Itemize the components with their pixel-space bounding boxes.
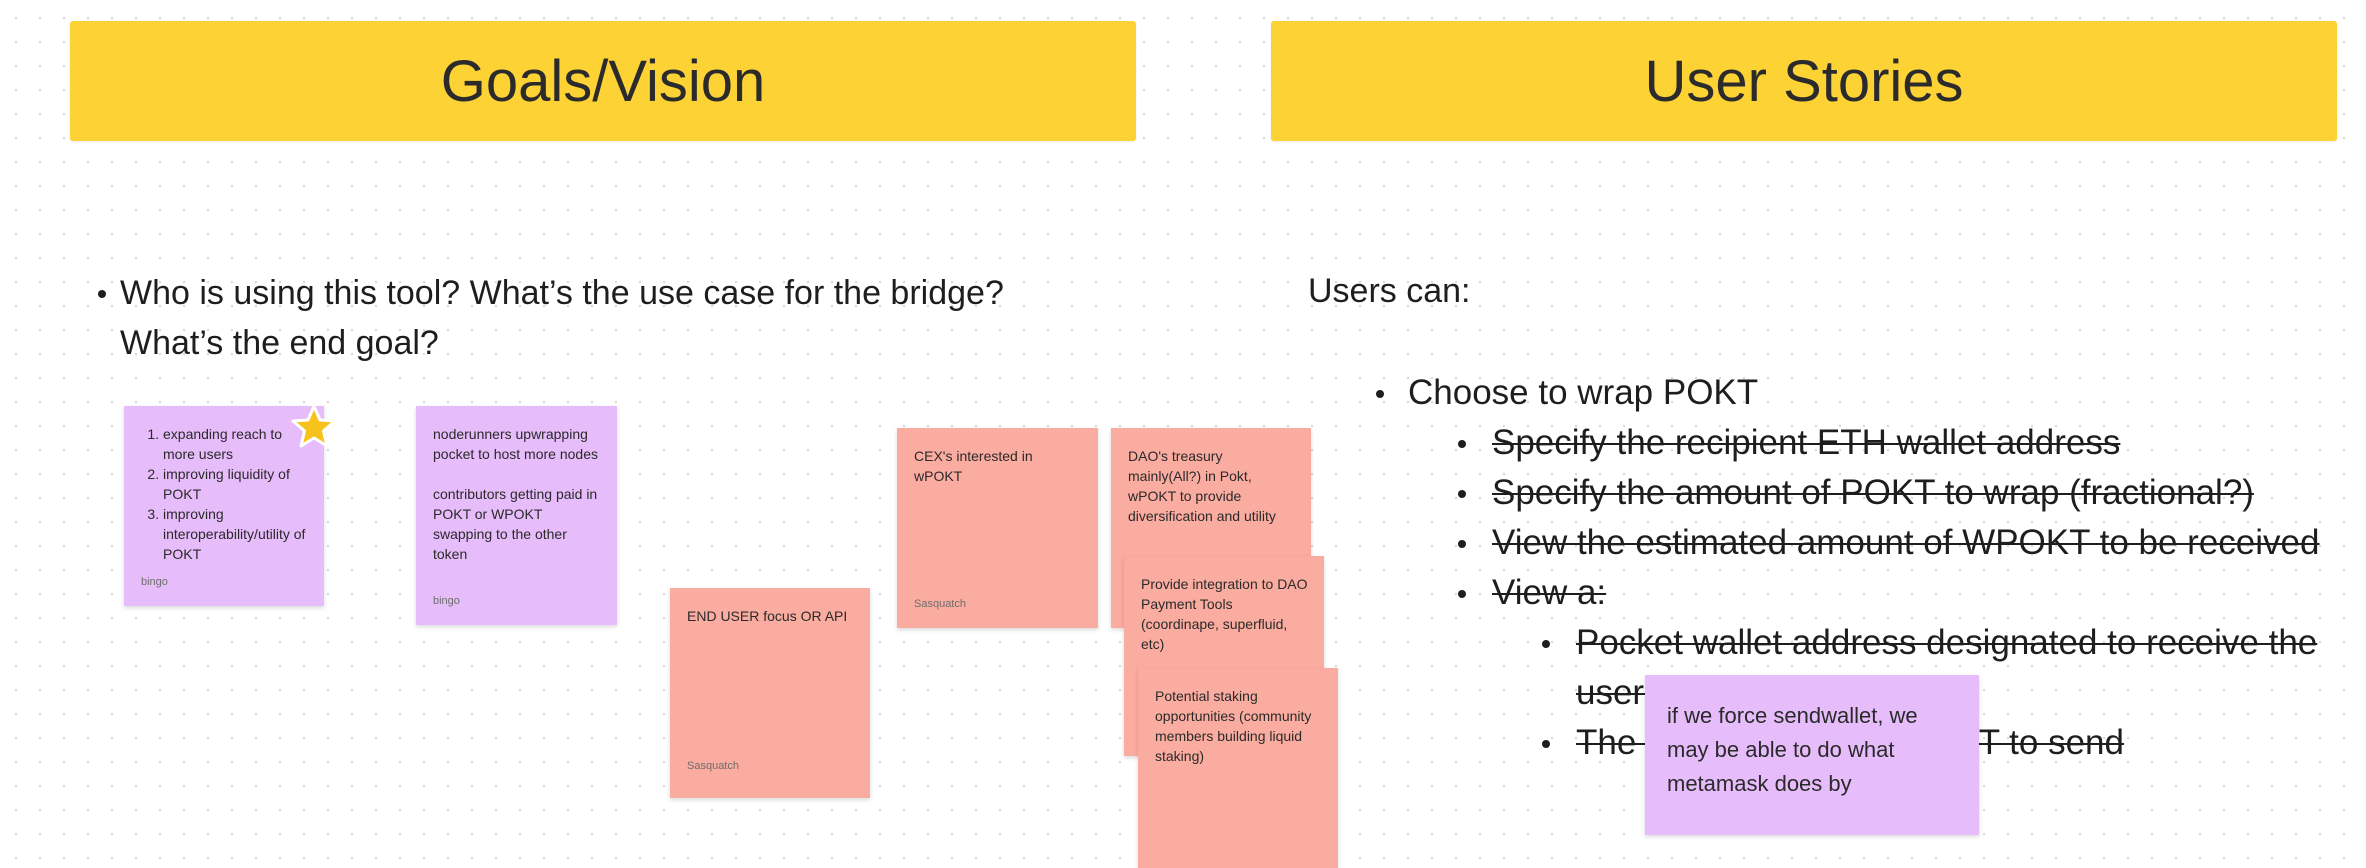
goals-ordered-list: expanding reach to more users improving … [141,424,308,564]
sticky-text: Potential staking opportunities (communi… [1155,688,1312,764]
user-story-sub-item[interactable]: Specify the recipient ETH wallet address [1458,418,2322,468]
sticky-text: Provide integration to DAO Payment Tools… [1141,576,1308,652]
star-icon[interactable] [290,403,338,451]
goals-vision-title: Goals/Vision [440,48,766,114]
user-story-sub-text: Specify the recipient ETH wallet address [1492,423,2121,462]
goals-vision-header[interactable]: Goals/Vision [70,21,1136,141]
goals-question-item: Who is using this tool? What’s the use c… [98,268,1048,368]
user-story-sub-text: View a: [1492,573,1607,612]
sticky-note-staking[interactable]: Potential staking opportunities (communi… [1138,668,1338,868]
goals-list-item: improving liquidity of POKT [163,464,308,504]
sticky-note-end-user[interactable]: END USER focus OR API Sasquatch [670,588,870,798]
sticky-text: contributors getting paid in POKT or WPO… [433,486,598,562]
sticky-note-noderunners[interactable]: noderunners upwrapping pocket to host mo… [416,406,617,625]
user-story-sub-item[interactable]: View the estimated amount of WPOKT to be… [1458,518,2322,568]
sticky-note-cex[interactable]: CEX's interested in wPOKT Sasquatch [897,428,1098,628]
goals-question-list[interactable]: Who is using this tool? What’s the use c… [98,268,1048,368]
sticky-author: bingo [433,595,460,607]
sticky-text: noderunners upwrapping pocket to host mo… [433,426,598,462]
sticky-author: Sasquatch [914,598,966,610]
goals-list-item: improving interoperability/utility of PO… [163,504,308,564]
goals-list-item: expanding reach to more users [163,424,308,464]
users-can-label: Users can: [1308,272,1471,310]
sticky-author: Sasquatch [687,760,739,772]
user-stories-title: User Stories [1644,48,1964,114]
sticky-text: DAO's treasury mainly(All?) in Pokt, wPO… [1128,448,1276,524]
user-stories-header[interactable]: User Stories [1271,21,2337,141]
user-story-sub-text: View the estimated amount of WPOKT to be… [1492,523,2320,562]
user-story-sub-item[interactable]: Specify the amount of POKT to wrap (frac… [1458,468,2322,518]
sticky-author: bingo [141,576,168,588]
sticky-text: END USER focus OR API [687,608,848,624]
sticky-text: CEX's interested in wPOKT [914,448,1033,484]
sticky-note-sendwallet[interactable]: if we force sendwallet, we may be able t… [1645,675,1979,835]
user-story-text: Choose to wrap POKT [1408,373,1759,412]
sticky-note-goals-list[interactable]: expanding reach to more users improving … [124,406,324,606]
user-story-sub-text: Specify the amount of POKT to wrap (frac… [1492,473,2254,512]
